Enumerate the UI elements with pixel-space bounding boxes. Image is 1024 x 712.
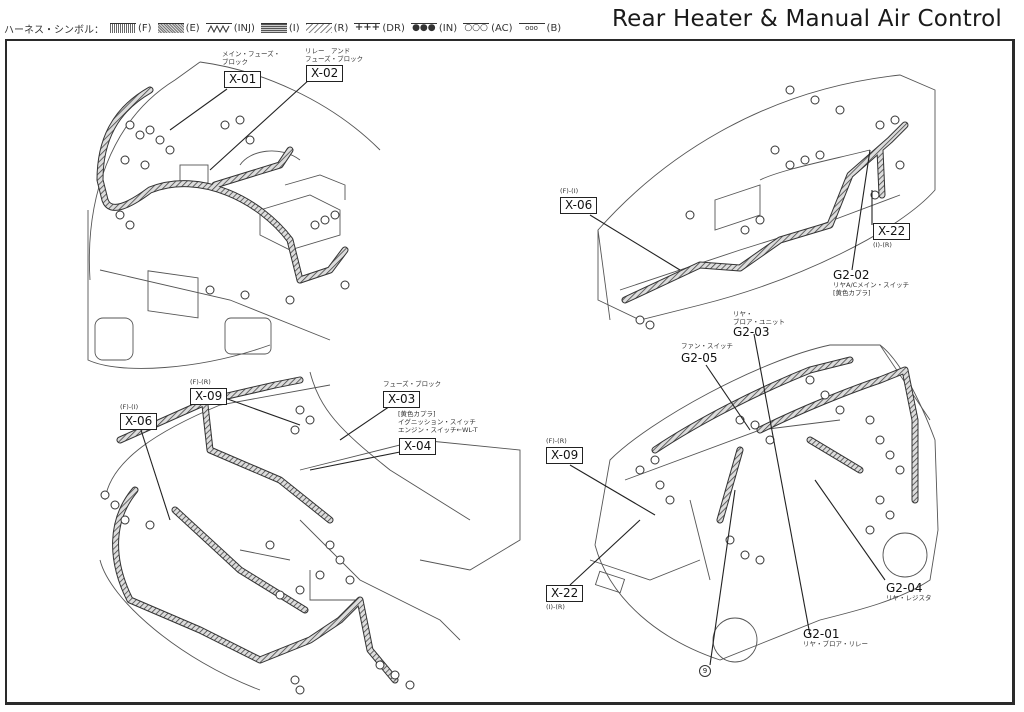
callout-note-x22: (I)-(R)	[873, 241, 892, 249]
connector-tag-x06[interactable]: X-06	[560, 197, 598, 214]
connector-tag-x09[interactable]: X-09	[546, 447, 584, 464]
component-code-g2-04[interactable]: G2-04	[886, 581, 923, 595]
callout-note-x02: リレー アンド フューズ・ブロック	[305, 47, 364, 63]
component-note-g2-01: リヤ・ブロア・リレー	[803, 640, 868, 648]
component-note-g2-05: ファン・スイッチ	[681, 342, 733, 350]
callout-note-x06: (F)-(I)	[560, 187, 579, 195]
callout-note-x04: [黄色カプラ] イグニッション・スイッチ エンジン・スイッチ←WL-T	[398, 410, 478, 434]
connector-tag-x04[interactable]: X-04	[399, 438, 437, 455]
dense-harness-i-icon	[260, 23, 287, 33]
legend-code: (E)	[185, 22, 200, 34]
component-code-g2-03[interactable]: G2-03	[733, 325, 770, 339]
van-illustration	[589, 344, 939, 663]
crosshatch-harness-e-icon	[157, 23, 184, 33]
legend-code: (INJ)	[233, 22, 255, 34]
component-note-g2-03: リヤ・ ブロア・ユニット	[733, 310, 785, 326]
connector-tag-x22[interactable]: X-22	[546, 585, 584, 602]
callout-note-x22: (I)-(R)	[546, 603, 565, 611]
component-code-g2-05[interactable]: G2-05	[681, 351, 718, 365]
dot-harness-in-icon: ●●●	[410, 23, 437, 33]
legend-code: (IN)	[438, 22, 458, 34]
page-title: Rear Heater & Manual Air Control	[612, 6, 1002, 32]
legend-code: (I)	[288, 22, 300, 34]
harness-symbol-legend: ハーネス・シンボル： (F) (E) (INJ) (I) (R) +++(DR)…	[4, 20, 567, 36]
ground-point-marker: 9	[699, 665, 711, 677]
harness-fill	[97, 87, 918, 683]
small-ring-harness-b-icon: ooo	[518, 23, 545, 33]
component-code-g2-02[interactable]: G2-02	[833, 268, 870, 282]
harness-outline	[96, 86, 919, 684]
callout-note-x01: メイン・フューズ・ ブロック	[222, 50, 281, 66]
connector-tag-x02[interactable]: X-02	[306, 65, 344, 82]
hatched-harness-f-icon	[110, 23, 136, 33]
diagonal-harness-r-icon	[305, 23, 332, 33]
callout-note-x09: (F)-(R)	[546, 437, 567, 445]
legend-code: (AC)	[491, 22, 513, 34]
connector-tag-x01[interactable]: X-01	[224, 71, 262, 88]
callout-note-x09: (F)-(R)	[190, 378, 211, 386]
legend-code: (F)	[138, 22, 152, 34]
connector-tag-x09[interactable]: X-09	[190, 388, 228, 405]
connector-tag-x06[interactable]: X-06	[120, 413, 158, 430]
legend-code: (R)	[333, 22, 349, 34]
leader-lines	[139, 78, 886, 666]
diagram-frame	[5, 39, 1015, 705]
floor-illustration	[99, 371, 521, 691]
legend-label: ハーネス・シンボル：	[4, 24, 104, 36]
connectors	[100, 85, 905, 695]
zigzag-harness-inj-icon	[205, 23, 232, 34]
engine-bay-illustration	[87, 61, 381, 369]
connector-tag-x22[interactable]: X-22	[873, 223, 911, 240]
legend-code: (B)	[546, 22, 562, 34]
component-note-g2-02: リヤA/Cメイン・スイッチ [黄色カプラ]	[833, 281, 910, 297]
legend-code: (DR)	[382, 22, 405, 34]
plus-harness-dr-icon: +++	[354, 22, 381, 33]
connector-tag-x03[interactable]: X-03	[383, 391, 421, 408]
component-code-g2-01[interactable]: G2-01	[803, 627, 840, 641]
callout-note-x03: フューズ・ブロック	[383, 380, 442, 388]
component-note-g2-04: リヤ・レジスタ	[886, 594, 932, 602]
ring-harness-ac-icon: ○○○	[463, 23, 490, 33]
callout-note-x06: (F)-(I)	[120, 403, 139, 411]
